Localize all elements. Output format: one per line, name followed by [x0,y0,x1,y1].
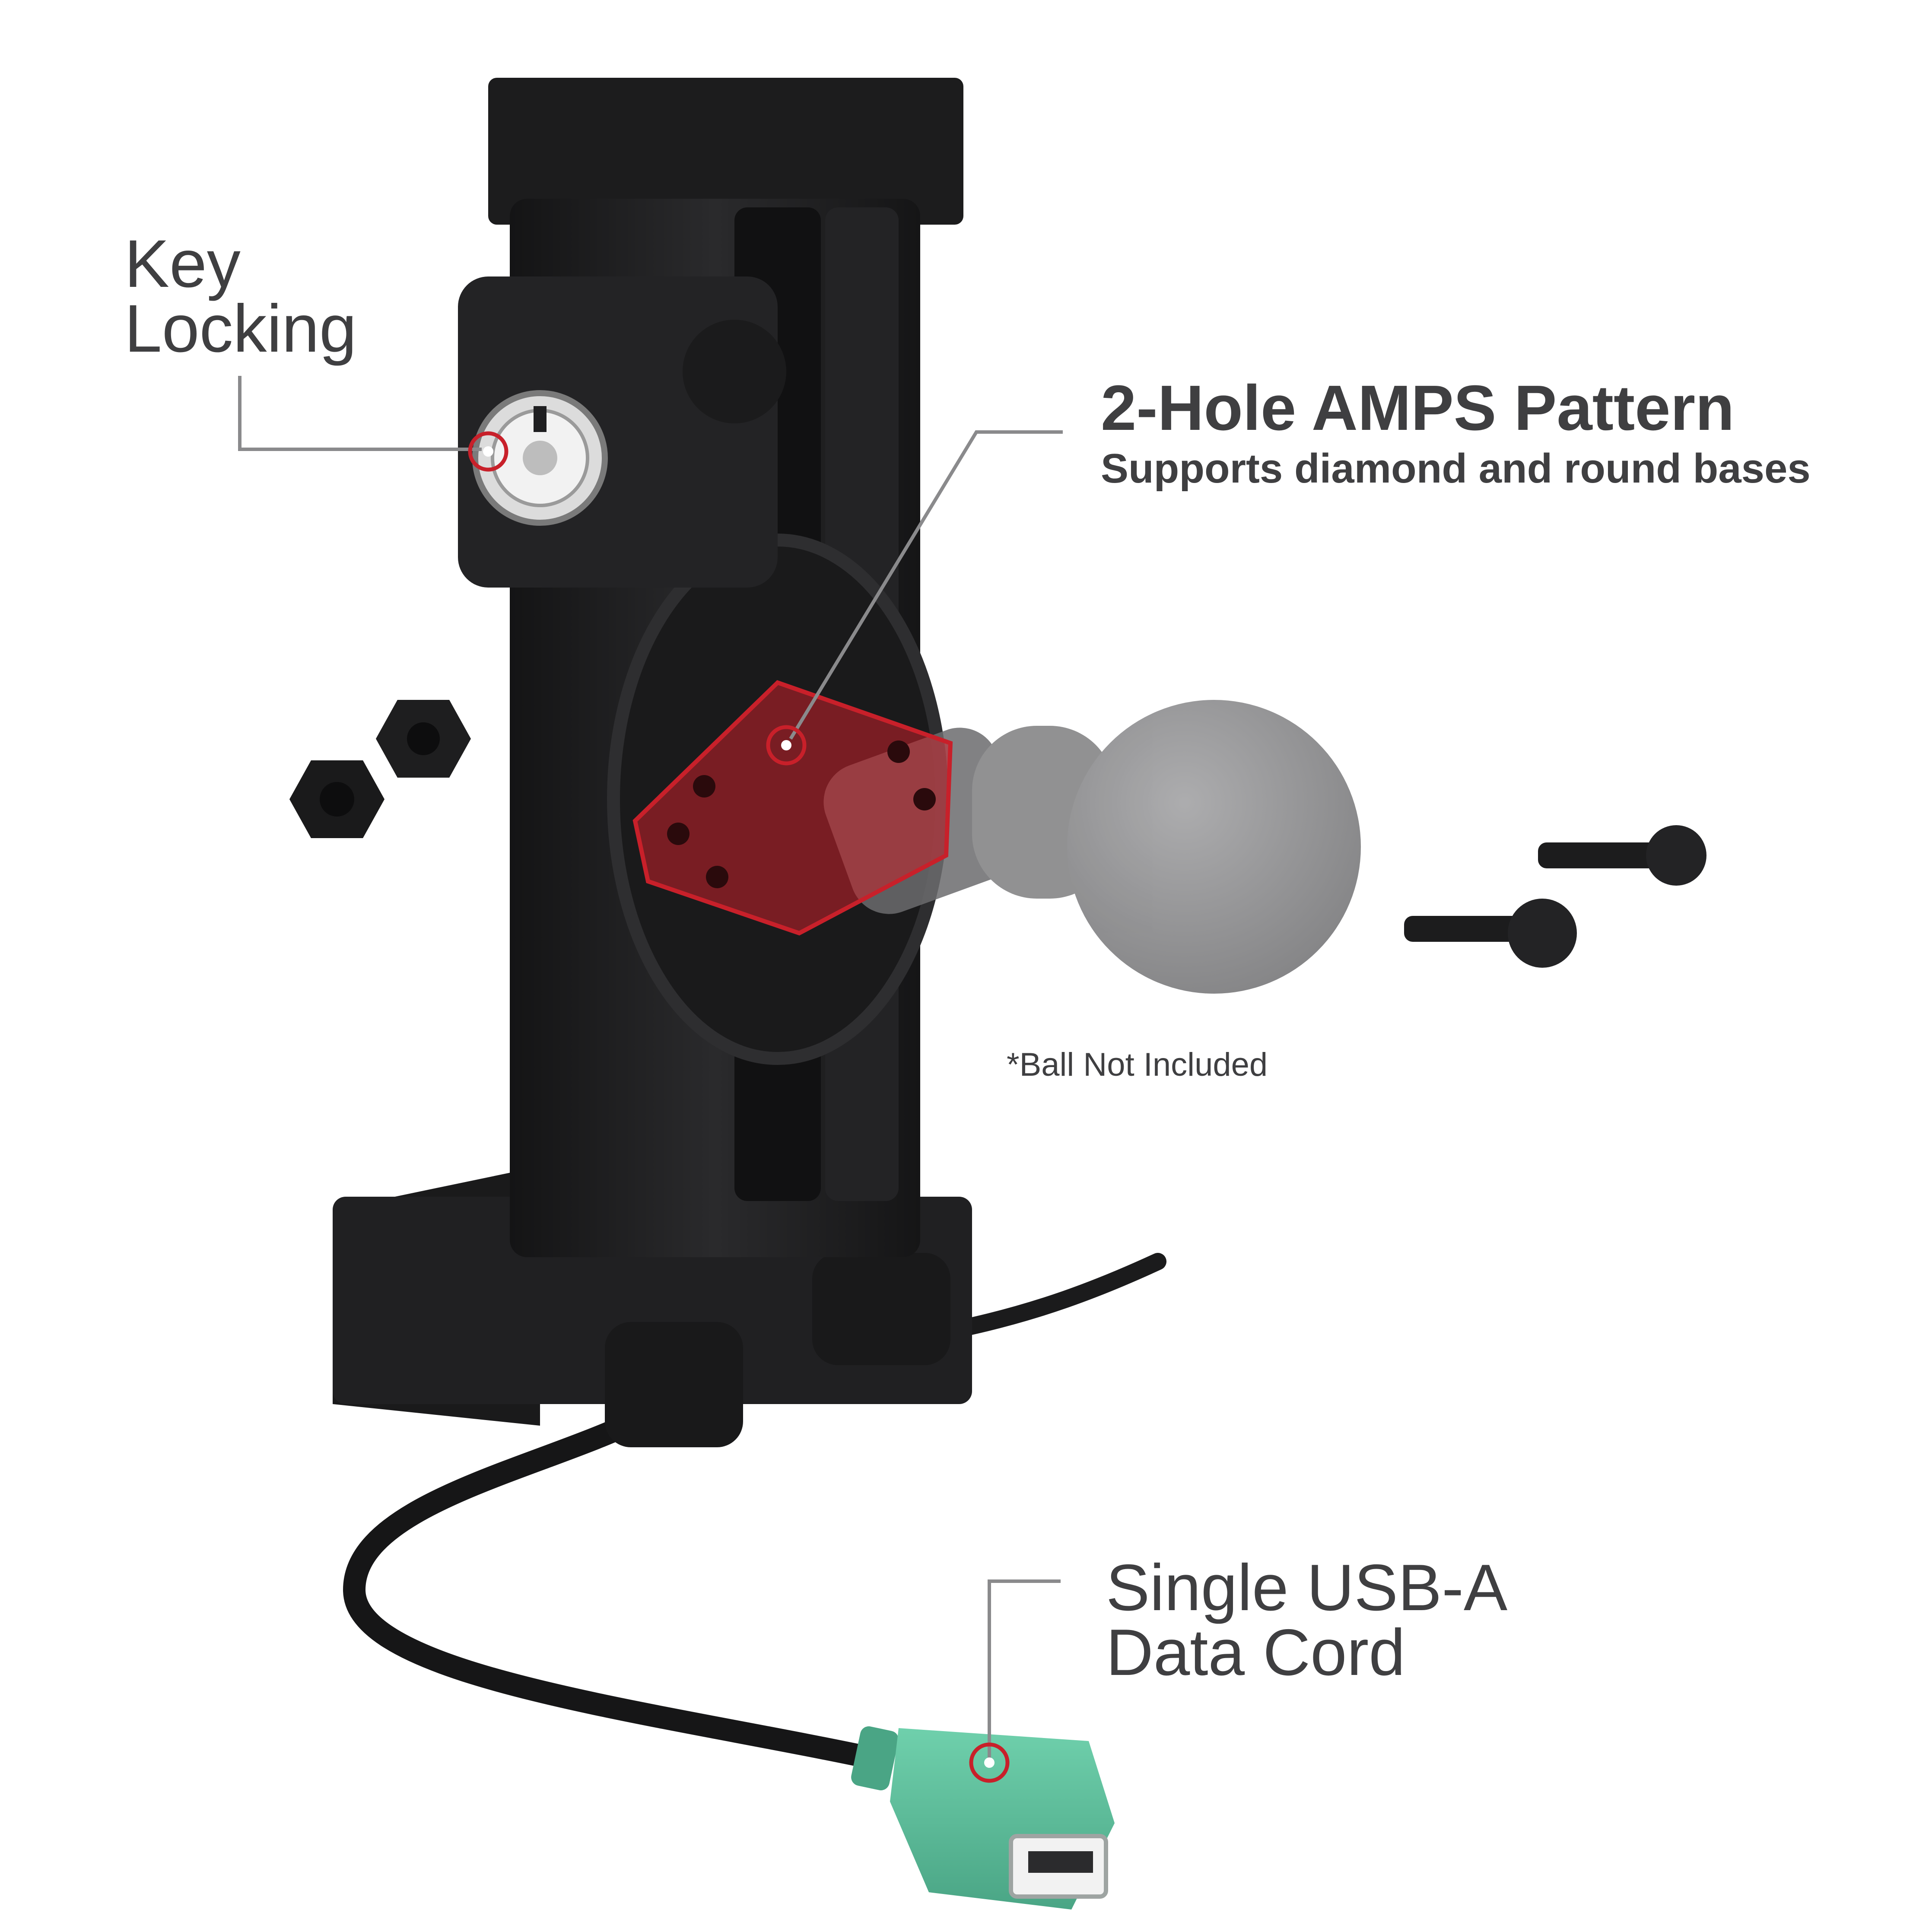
amps-callout-title: 2-Hole AMPS Pattern [1101,376,1735,441]
callout-markers [468,431,1010,1783]
key-locking-line-1: Key [124,226,241,302]
key-locking-line-2: Locking [124,291,357,366]
amps-callout-subtitle: Supports diamond and round bases [1101,445,1811,493]
key-lock [472,390,608,526]
amps-pattern-highlight [632,680,953,936]
cradle-body [458,78,963,1257]
key-locking-callout: Key Locking [124,226,357,366]
usb-line-1: Single USB-A [1106,1551,1508,1624]
usb-line-2: Data Cord [1106,1616,1405,1689]
hex-nuts [289,700,471,838]
amps-title-text: 2-Hole AMPS Pattern [1101,372,1735,444]
screws [1404,825,1706,968]
usb-cable [343,1406,884,1770]
callout-leaders [238,376,1063,1763]
amps-subtitle-text: Supports diamond and round bases [1101,445,1811,492]
usb-callout: Single USB-A Data Cord [1106,1555,1507,1685]
usb-a-connector [851,1726,1115,1910]
ball-not-included-note: *Ball Not Included [1007,1045,1268,1084]
rear-cable [942,1253,1166,1339]
ball-note-text: *Ball Not Included [1007,1046,1268,1083]
